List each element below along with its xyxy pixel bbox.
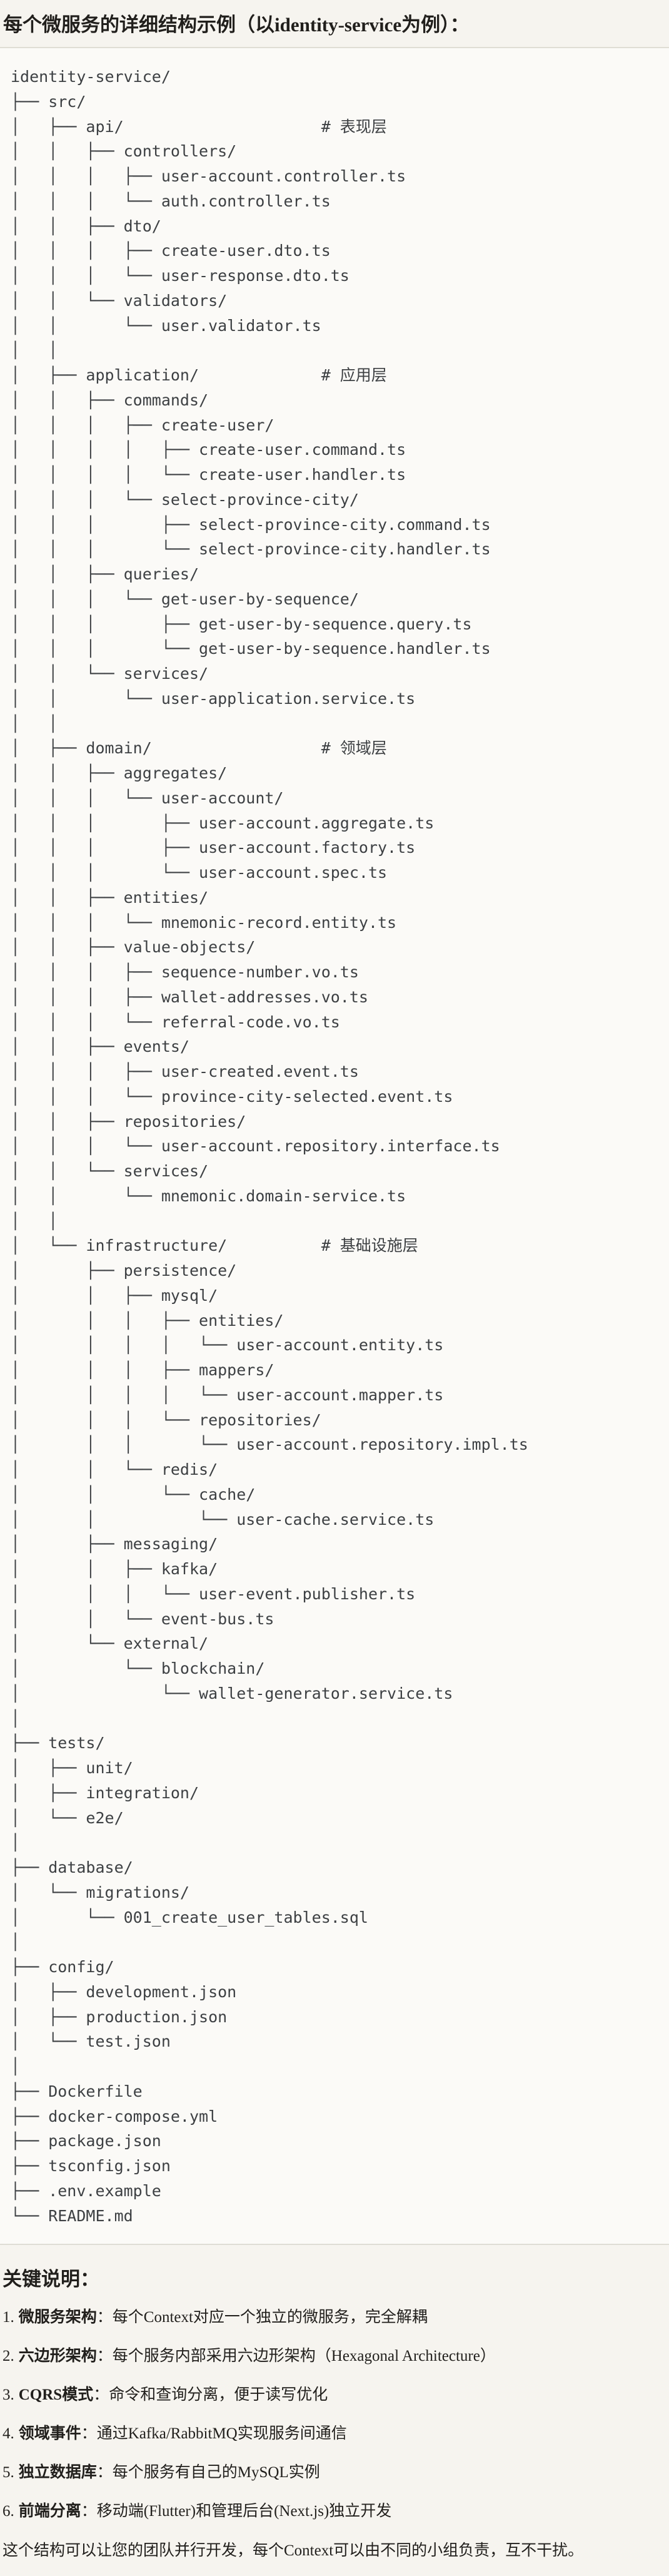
list-item-term: CQRS模式 xyxy=(18,2386,94,2404)
list-item: 5.独立数据库：每个服务有自己的MySQL实例 xyxy=(3,2460,664,2485)
list-item: 2.六边形架构：每个服务内部采用六边形架构（Hexagonal Architec… xyxy=(3,2344,664,2369)
page-title: 每个微服务的详细结构示例（以identity-service为例）： xyxy=(3,14,470,36)
notes-heading: 关键说明： xyxy=(3,2268,99,2291)
list-item-term: 独立数据库 xyxy=(18,2464,97,2482)
list-item: 6.前端分离：移动端(Flutter)和管理后台(Next.js)独立开发 xyxy=(3,2499,664,2524)
list-item-number: 2. xyxy=(3,2348,14,2365)
list-item-desc: ：每个Context对应一个独立的微服务，完全解耦 xyxy=(96,2309,428,2326)
list-item-number: 5. xyxy=(3,2464,14,2482)
closing-paragraph: 这个结构可以让您的团队并行开发，每个Context可以由不同的小组负责，互不干扰… xyxy=(3,2542,584,2560)
list-item-term: 微服务架构 xyxy=(18,2309,97,2326)
list-item-term: 前端分离 xyxy=(18,2503,81,2520)
list-item-desc: ：每个服务内部采用六边形架构（Hexagonal Architecture） xyxy=(96,2348,496,2365)
list-item-number: 1. xyxy=(3,2309,14,2326)
directory-tree: identity-service/ ├── src/ │ ├── api/ # … xyxy=(11,68,528,2225)
list-item-term: 领域事件 xyxy=(18,2425,81,2443)
list-item: 1.微服务架构：每个Context对应一个独立的微服务，完全解耦 xyxy=(3,2305,664,2330)
list-item: 4.领域事件：通过Kafka/RabbitMQ实现服务间通信 xyxy=(3,2421,664,2446)
notes-section: 关键说明： 1.微服务架构：每个Context对应一个独立的微服务，完全解耦 2… xyxy=(3,2266,664,2564)
list-item-desc: ：命令和查询分离，便于读写优化 xyxy=(93,2386,328,2404)
code-block: identity-service/ ├── src/ │ ├── api/ # … xyxy=(0,47,669,2246)
list-item-desc: ：每个服务有自己的MySQL实例 xyxy=(96,2464,320,2482)
notes-list: 1.微服务架构：每个Context对应一个独立的微服务，完全解耦 2.六边形架构… xyxy=(3,2305,664,2524)
list-item-number: 3. xyxy=(3,2386,14,2404)
list-item-term: 六边形架构 xyxy=(18,2348,97,2365)
list-item-number: 4. xyxy=(3,2425,14,2443)
list-item-desc: ：移动端(Flutter)和管理后台(Next.js)独立开发 xyxy=(81,2503,392,2520)
list-item-number: 6. xyxy=(3,2503,14,2520)
list-item-desc: ：通过Kafka/RabbitMQ实现服务间通信 xyxy=(81,2425,347,2443)
list-item: 3.CQRS模式：命令和查询分离，便于读写优化 xyxy=(3,2383,664,2408)
